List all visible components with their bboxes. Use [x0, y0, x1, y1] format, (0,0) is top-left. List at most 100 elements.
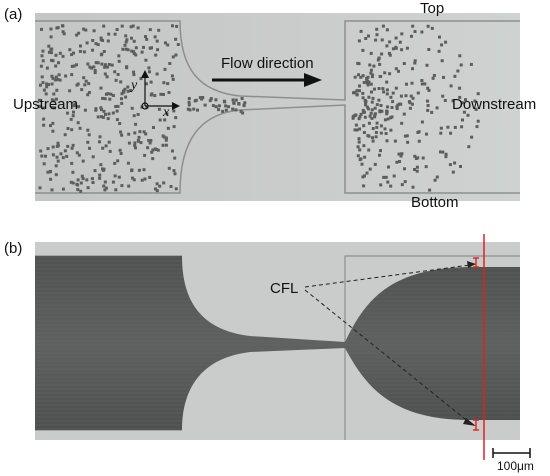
cell: [369, 71, 373, 75]
cell: [430, 26, 434, 30]
cell: [441, 94, 445, 98]
cell: [105, 75, 109, 79]
cell: [171, 149, 174, 153]
cell: [175, 24, 179, 28]
cell: [439, 131, 443, 135]
cell: [75, 151, 79, 155]
cell: [384, 175, 388, 179]
cell: [234, 108, 238, 112]
cell: [410, 102, 414, 106]
cell: [151, 157, 155, 161]
cell: [386, 117, 390, 121]
cell: [374, 131, 378, 134]
cell: [374, 38, 378, 42]
cell: [367, 80, 371, 84]
cell: [72, 104, 76, 108]
cell: [132, 50, 136, 54]
cell: [381, 24, 385, 28]
cell: [130, 49, 134, 53]
cell: [61, 24, 65, 28]
cell: [130, 106, 134, 110]
cell: [363, 115, 367, 119]
cell: [80, 88, 84, 92]
cell: [368, 114, 372, 118]
cell: [165, 112, 169, 116]
panel-a-cells: [38, 24, 480, 193]
cell: [55, 155, 59, 159]
cell: [91, 48, 94, 52]
cell: [357, 117, 361, 121]
cell: [164, 41, 167, 45]
cell: [466, 113, 470, 117]
cell: [451, 99, 455, 103]
cell: [101, 96, 105, 100]
cell: [352, 91, 355, 95]
cell: [91, 181, 95, 184]
cell: [420, 120, 424, 124]
cell: [389, 95, 393, 99]
cell: [239, 109, 243, 113]
cell: [467, 145, 471, 149]
cell: [104, 186, 108, 190]
cell: [385, 92, 389, 96]
cell: [84, 79, 88, 83]
cell: [355, 89, 359, 93]
cell: [148, 175, 152, 179]
cell: [361, 96, 365, 100]
cell: [147, 66, 151, 70]
cell: [102, 50, 106, 53]
cell: [214, 98, 218, 102]
cell: [164, 143, 168, 147]
cell: [101, 115, 105, 119]
cell: [56, 159, 60, 163]
cell: [41, 81, 45, 85]
cell: [358, 158, 362, 162]
cell: [105, 65, 109, 69]
cell: [71, 170, 75, 174]
cell: [413, 59, 417, 63]
cell: [123, 87, 127, 91]
axis-y-label: y: [131, 78, 138, 93]
cell: [137, 135, 141, 139]
cell: [375, 103, 379, 107]
cell: [72, 64, 76, 68]
cell: [57, 61, 60, 65]
cell: [425, 132, 428, 136]
cell: [166, 82, 170, 86]
cell: [375, 27, 379, 31]
cell: [39, 64, 43, 68]
cell: [400, 48, 404, 52]
cell: [394, 36, 398, 40]
cell: [103, 72, 107, 76]
cell: [376, 58, 380, 62]
cell: [383, 71, 387, 75]
cell: [176, 43, 180, 46]
cell: [203, 103, 207, 107]
cell: [108, 97, 112, 101]
cell: [113, 70, 117, 74]
cell: [103, 188, 107, 192]
cell: [397, 102, 401, 106]
cell: [80, 174, 84, 178]
cell: [103, 63, 107, 67]
cell: [453, 74, 457, 78]
cell: [208, 99, 212, 103]
cell: [47, 83, 50, 86]
cell: [441, 150, 445, 154]
cell: [172, 169, 176, 173]
bottom-label: Bottom: [411, 194, 459, 211]
cell: [242, 104, 246, 108]
cell: [99, 86, 103, 90]
cell: [369, 111, 373, 115]
cell: [103, 180, 107, 184]
cell: [144, 58, 148, 62]
cell: [75, 33, 79, 37]
cell: [49, 177, 53, 181]
cell: [393, 139, 397, 143]
cell: [132, 178, 136, 182]
upstream-label: Upstream: [13, 96, 79, 113]
cell: [150, 46, 153, 50]
cell: [211, 104, 215, 108]
cell: [403, 180, 407, 184]
cell: [139, 141, 143, 145]
